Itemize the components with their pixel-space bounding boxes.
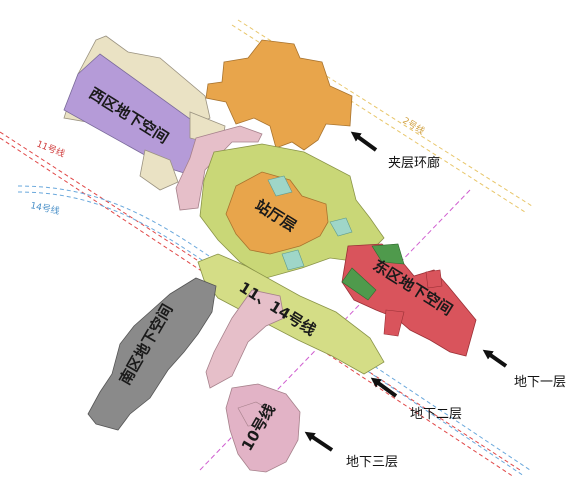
- arrow-b3-icon: [304, 431, 334, 452]
- pink-block: [205, 289, 285, 389]
- line-2-label: 2号线: [400, 114, 426, 137]
- caption-b2: 地下二层: [410, 407, 462, 422]
- hall-zone: [199, 143, 385, 279]
- arrow-b1-icon: [482, 349, 508, 368]
- caption-b1: 地下一层: [514, 375, 566, 390]
- pink-connector: [175, 125, 263, 211]
- line-11-label: 11号线: [35, 138, 67, 160]
- line-14-label: 14号线: [29, 199, 60, 217]
- caption-corridor: 夹层环廊: [388, 155, 440, 171]
- arrow-b2-icon: [370, 377, 398, 398]
- platform-11-14-zone: [197, 253, 385, 375]
- east-zone: [341, 243, 477, 357]
- line-10-zone: [225, 383, 301, 473]
- line-14-track: [17, 185, 531, 477]
- south-zone: [87, 277, 217, 431]
- arrow-corridor-icon: [350, 131, 378, 152]
- corridor-zone: [205, 39, 353, 151]
- caption-b3: 地下三层: [346, 455, 398, 470]
